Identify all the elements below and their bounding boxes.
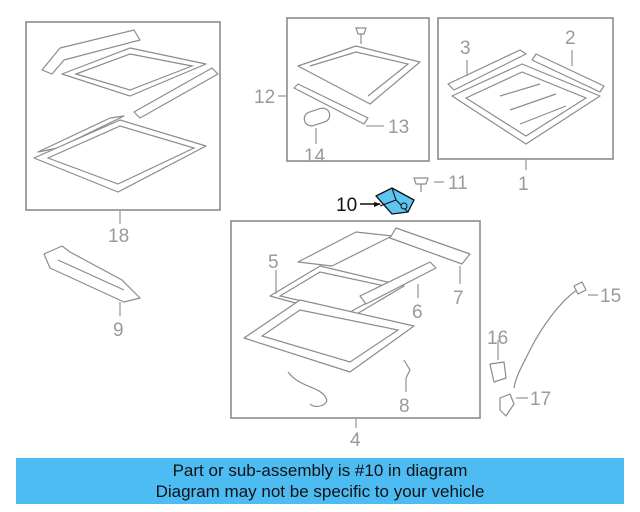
frame-drain-clip — [403, 359, 411, 379]
callout-16: 16 — [487, 328, 508, 349]
callout-4: 4 — [350, 430, 361, 451]
sunshade-handle — [303, 107, 331, 127]
sunshade-group — [278, 17, 430, 162]
callout-9: 9 — [113, 320, 124, 341]
callout-3: 3 — [460, 38, 471, 59]
callout-13: 13 — [388, 117, 409, 138]
callout-15: 15 — [600, 286, 621, 307]
frame-drain-hose — [287, 371, 328, 408]
motor-gear — [400, 202, 408, 210]
drain-hose-end — [573, 281, 587, 295]
clip-part — [413, 177, 444, 192]
glass-panel-group — [437, 17, 614, 170]
callout-18: 18 — [108, 226, 129, 247]
side-trim — [43, 245, 141, 303]
callout-11: 11 — [448, 173, 468, 194]
roof-panel — [33, 119, 207, 193]
banner-line-1: Part or sub-assembly is #10 in diagram — [172, 461, 468, 480]
banner-line-2: Diagram may not be specific to your vehi… — [155, 482, 485, 501]
frame-side-rail — [359, 261, 437, 305]
drain-hose — [513, 287, 581, 389]
roof-panel-box — [25, 21, 221, 211]
hose-clip — [499, 393, 515, 417]
sunshade-box — [286, 17, 430, 162]
side-trim-edge — [57, 259, 125, 291]
callout-8: 8 — [399, 396, 410, 417]
drain-hose-group — [489, 281, 598, 417]
callout-14: 14 — [304, 146, 326, 167]
frame-front-rail — [297, 231, 393, 267]
glass-seal-strip-left — [447, 49, 527, 91]
callout-7: 7 — [453, 288, 464, 309]
sunshade-knob — [355, 27, 367, 35]
callout-1: 1 — [518, 174, 529, 195]
hose-grommet — [489, 361, 507, 383]
callout-5: 5 — [268, 252, 279, 273]
frame-assembly-group — [230, 220, 481, 428]
motor-part-highlighted — [360, 187, 415, 215]
roof-panel-inner — [46, 125, 196, 185]
roof-edge-strip-left — [37, 115, 125, 153]
roof-rail-strip — [41, 29, 141, 75]
sunshade-panel-edge — [309, 51, 410, 97]
callout-6: 6 — [412, 302, 423, 323]
glass-seal-strip-right — [531, 53, 605, 93]
callout-10: 10 — [336, 195, 357, 216]
info-banner: Part or sub-assembly is #10 in diagram D… — [16, 458, 624, 504]
callout-2: 2 — [565, 28, 576, 49]
clip-head — [413, 177, 429, 185]
callout-17: 17 — [530, 389, 551, 410]
callout-labels: 1 2 3 4 5 6 7 8 9 10 11 12 13 14 15 16 1… — [108, 28, 621, 451]
side-trim-part — [43, 245, 141, 316]
frame-base — [243, 299, 415, 373]
roof-edge-strip-right — [133, 67, 219, 119]
leader-10-arrowhead — [374, 202, 381, 207]
glass-panel-inner — [464, 71, 588, 137]
roof-opening-frame — [61, 47, 207, 97]
roof-panel-group — [25, 21, 221, 224]
roof-opening-inner — [74, 53, 195, 91]
motor-body — [375, 187, 415, 215]
callout-12: 12 — [254, 87, 275, 108]
frame-base-inner — [260, 309, 400, 363]
sunshade-trim-strip — [293, 83, 369, 125]
glass-reflection — [499, 83, 567, 125]
frame-wind-deflector — [389, 227, 471, 265]
